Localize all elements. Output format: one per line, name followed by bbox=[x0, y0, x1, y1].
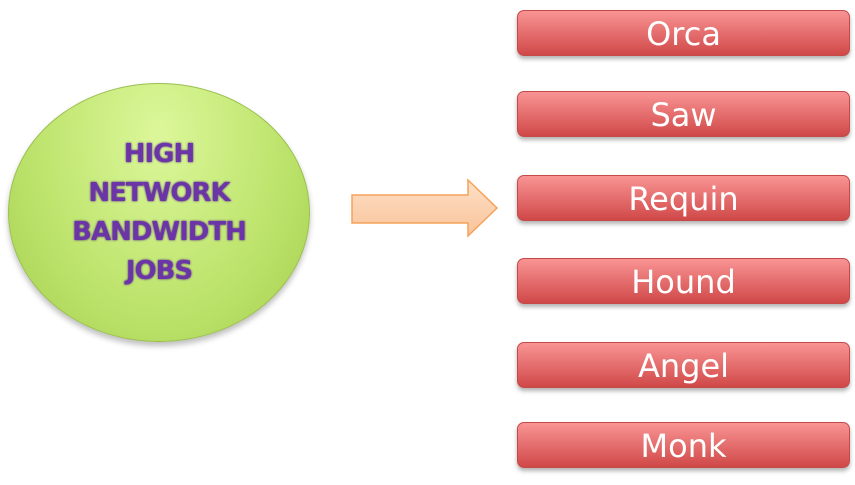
target-box-angel: Angel bbox=[517, 342, 850, 388]
label-line: HIGH bbox=[123, 138, 196, 169]
target-box-monk: Monk bbox=[517, 422, 850, 468]
target-box-requin: Requin bbox=[517, 175, 850, 221]
label-line: JOBS bbox=[125, 255, 193, 286]
ellipse-label: HIGH NETWORK BANDWIDTH JOBS bbox=[72, 135, 247, 291]
target-box-saw: Saw bbox=[517, 91, 850, 137]
label-line: NETWORK bbox=[88, 177, 230, 208]
target-box-hound: Hound bbox=[517, 258, 850, 304]
high-network-bandwidth-jobs-ellipse: HIGH NETWORK BANDWIDTH JOBS bbox=[8, 83, 310, 342]
right-arrow-icon bbox=[351, 178, 499, 238]
target-box-orca: Orca bbox=[517, 10, 850, 56]
label-line: BANDWIDTH bbox=[72, 216, 247, 247]
